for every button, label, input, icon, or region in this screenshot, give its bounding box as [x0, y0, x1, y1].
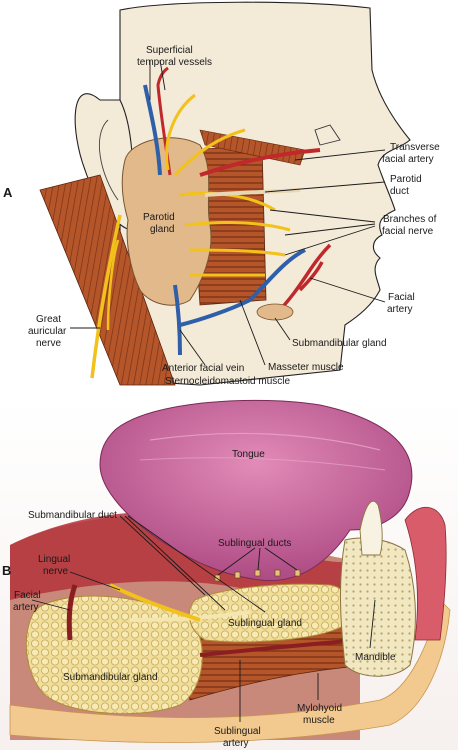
eye	[314, 124, 341, 146]
label-parotid-duct-2: duct	[390, 186, 409, 197]
label-facial-artery-2: artery	[387, 304, 413, 315]
panel-b	[0, 399, 458, 750]
label-great-auricular-1: Great	[36, 314, 61, 325]
label-submandibular-duct: Submandibular duct	[28, 510, 117, 521]
submandibular-gland	[256, 303, 294, 321]
label-facial-artery-b-2: artery	[13, 602, 39, 613]
incisor-tooth	[359, 500, 383, 556]
label-facial-artery-1: Facial	[388, 292, 415, 303]
sublingual-ducts-b	[214, 569, 301, 582]
panel-a-labels: Superficial temporal vessels Transverse …	[3, 45, 440, 387]
label-branches-facial-2: facial nerve	[382, 226, 434, 237]
label-mandible: Mandible	[355, 652, 396, 663]
label-parotid-gland-2: gland	[150, 224, 174, 235]
outer-skin-layer	[9, 599, 451, 743]
label-lingual-nerve-2: nerve	[43, 566, 68, 577]
label-masseter-muscle: Masseter muscle	[268, 362, 344, 373]
label-parotid-duct-1: Parotid	[390, 174, 422, 185]
anterior-facial-vein	[173, 248, 306, 356]
label-branches-facial-1: Branches of	[383, 214, 437, 225]
label-great-auricular-2: auricular	[28, 326, 67, 337]
label-great-auricular-3: nerve	[36, 338, 61, 349]
parotid-gland	[121, 137, 212, 306]
transverse-facial-artery	[199, 148, 321, 177]
label-facial-artery-b-1: Facial	[14, 590, 41, 601]
label-transverse-facial-2: facial artery	[382, 154, 434, 165]
facial-artery-b	[66, 584, 78, 641]
lower-lip	[404, 506, 447, 641]
label-sublingual-gland: Sublingual gland	[228, 618, 302, 629]
label-superficial-temporal-2: temporal vessels	[137, 57, 212, 68]
panel-b-leaders	[31, 515, 376, 722]
label-tongue: Tongue	[232, 449, 265, 460]
label-submandibular-gland-b: Submandibular gland	[63, 672, 158, 683]
label-sternocleidomastoid: Sternocleidomastoid muscle	[165, 376, 290, 387]
parotid-duct	[204, 188, 301, 197]
panel-a-leaders	[70, 59, 386, 366]
superficial-temporal-vein	[143, 84, 162, 176]
facial-artery	[273, 243, 332, 317]
label-sublingual-artery-2: artery	[223, 738, 249, 749]
panel-letter-a: A	[3, 185, 13, 200]
sublingual-artery-b	[199, 638, 361, 657]
label-parotid-gland-1: Parotid	[143, 212, 175, 223]
label-sublingual-ducts: Sublingual ducts	[218, 538, 291, 549]
label-transverse-facial-1: Transverse	[390, 142, 440, 153]
panel-b-labels: Tongue Submandibular duct Sublingual duc…	[2, 449, 396, 749]
panel-a	[39, 1, 411, 386]
label-submandibular-gland-a: Submandibular gland	[292, 338, 387, 349]
label-superficial-temporal-1: Superficial	[146, 45, 193, 56]
ear-inner	[98, 119, 119, 201]
label-sublingual-artery-1: Sublingual	[214, 726, 261, 737]
great-auricular-nerve	[90, 214, 122, 379]
label-anterior-facial-vein: Anterior facial vein	[162, 363, 244, 374]
mandible	[340, 537, 416, 677]
label-mylohyoid-1: Mylohyoid	[297, 703, 342, 714]
label-mylohyoid-2: muscle	[303, 715, 335, 726]
panel-letter-b: B	[2, 563, 11, 578]
tongue	[99, 399, 413, 582]
label-lingual-nerve-1: Lingual	[38, 554, 70, 565]
